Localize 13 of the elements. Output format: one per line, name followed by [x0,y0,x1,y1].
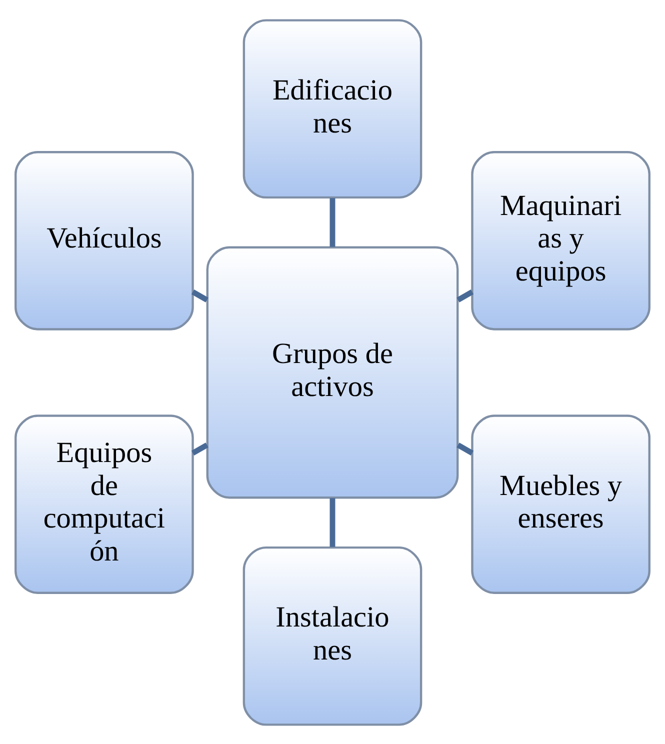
node-box: Instalacio nes [242,546,422,726]
node-box: Maquinari as y equipos [471,150,650,330]
connector [330,498,336,546]
node-box: Vehículos [14,150,194,330]
node-box: Equipos de computaci ón [14,414,194,594]
connector [456,288,474,302]
connector [330,198,336,246]
connector [191,442,208,456]
connector [456,442,474,456]
node-box: Grupos de activos [206,246,459,498]
node-box: Muebles y enseres [471,414,650,594]
connector [191,288,208,302]
node-box: Edificacio nes [242,18,422,198]
